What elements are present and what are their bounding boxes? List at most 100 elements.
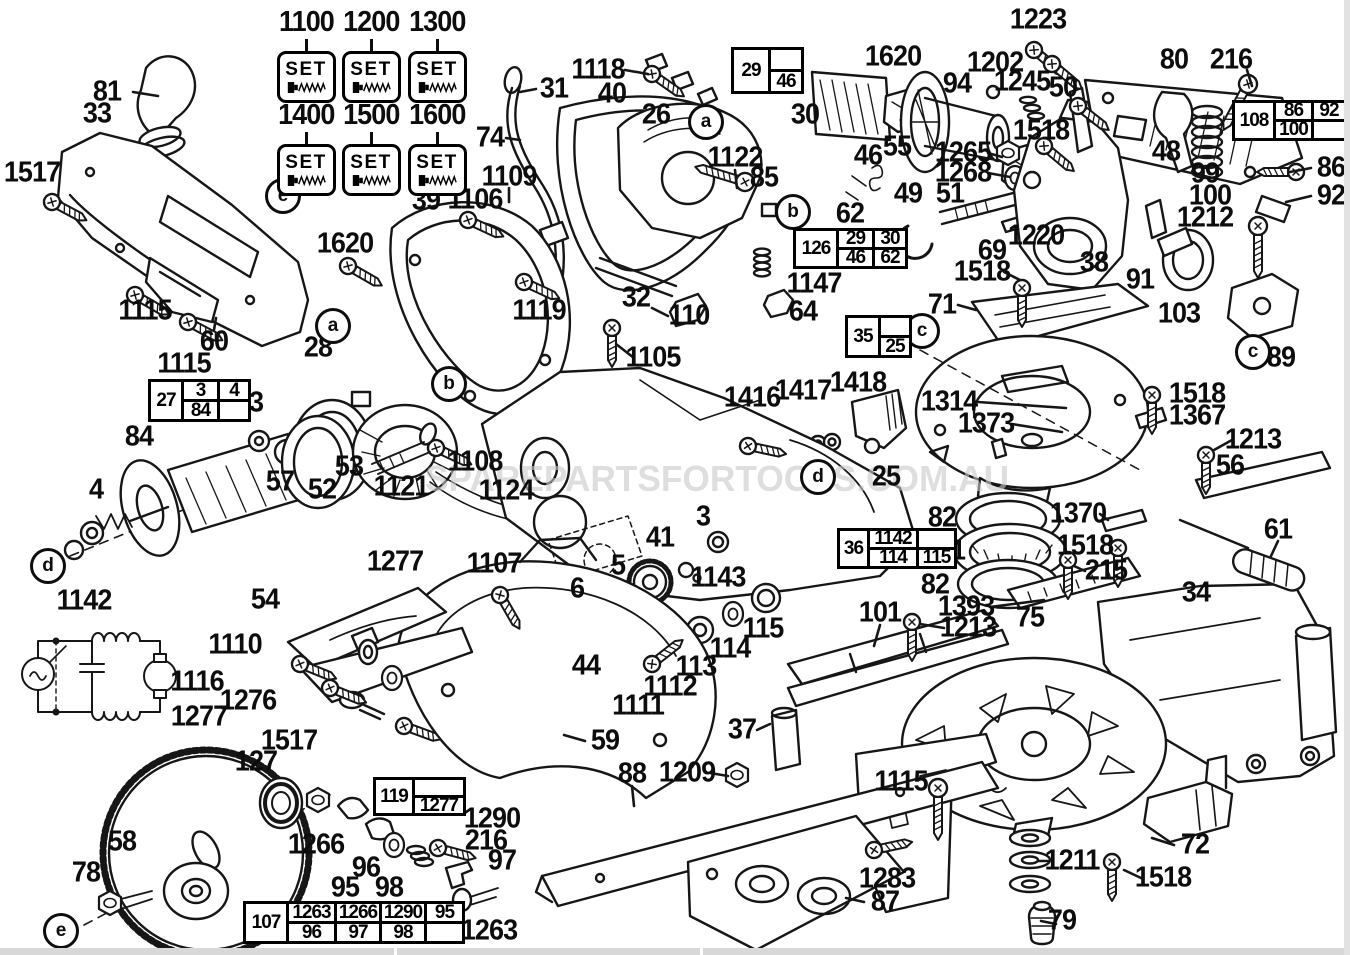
part-number-label: 1277 [170,700,228,733]
parts-table-cell: 100 [1276,119,1311,140]
part-number-label: 1147 [786,267,843,300]
parts-table-cell: 29 [845,228,866,249]
part-number-label: 81 [92,75,122,108]
screw-spring-icon [287,81,326,93]
part-number-label: 33 [82,97,112,130]
part-number-label: 62 [835,197,865,230]
part-number-label: 1105 [625,341,682,374]
part-number-label: 1518 [1168,377,1226,410]
callout-letter: d [800,459,836,495]
ring-1143 [677,561,695,579]
bearing-3-center [706,530,730,554]
part-number-label: 1116 [170,665,224,698]
part-number-label: 1518 [1134,861,1192,894]
part-number-label: 34 [1181,576,1211,609]
part-number-label: 1223 [1009,3,1067,36]
blade-flange-58 [162,861,230,921]
set-kit-label: SET [285,151,327,173]
part-number-label: 37 [727,713,757,746]
callout-letter: e [43,913,79,949]
parts-table-cell: 30 [872,228,905,249]
circuit-diagram [21,632,177,721]
part-number-label: 59 [590,724,620,757]
part-number-label: 96 [351,851,381,884]
part-number-label: 215 [1084,554,1128,587]
washer-1110 [357,638,379,666]
parts-table-id: 126 [796,231,839,266]
brackets-99-100 [1144,198,1194,258]
set-kit-number: 1400 [277,99,335,131]
part-number-label: 74 [475,121,505,154]
set-kit-leader [304,132,308,144]
part-number-label: 1107 [466,547,523,580]
part-number-label: 100 [1188,179,1232,212]
bracket-92 [1254,194,1292,224]
part-number-label: 78 [71,856,101,889]
part-number-label: 1212 [1176,201,1234,234]
part-number-label: 114 [709,632,752,665]
set-kit-box: SET [276,144,336,196]
part-number-label: 71 [927,288,957,321]
part-number-label: 61 [1263,513,1293,546]
lever-80 [1153,90,1194,174]
part-number-label: 48 [1151,135,1181,168]
part-number-label: 110 [668,299,711,332]
parts-table-id: 108 [1235,103,1276,138]
part-number-label: 1276 [219,684,277,717]
clamp-89 [1226,272,1300,340]
part-number-label: 80 [1159,43,1189,76]
fence-101 [786,608,1010,708]
blade-bolt-78 [97,889,153,917]
part-number-label: 97 [487,844,517,877]
part-number-label: 1393 [937,590,995,623]
part-number-label: 92 [1316,179,1346,212]
mount-plate-88 [534,760,1000,908]
part-number-label: 1119 [512,294,566,327]
part-number-label: 31 [539,72,569,105]
part-number-label: 44 [571,649,601,682]
part-number-label: 1518 [1056,529,1114,562]
part-number-label: 1418 [829,366,887,399]
part-number-label: 84 [124,420,154,453]
part-number-label: 3 [248,386,264,419]
part-number-label: 52 [307,473,337,506]
part-number-label: 41 [645,521,675,554]
part-number-label: 1265 [934,136,992,169]
brush-kit-parts [305,786,499,913]
parts-table-cell [217,399,248,419]
motor-housing-26 [616,102,763,240]
part-number-label: 1143 [690,561,747,594]
foot-87 [686,814,906,952]
page-bottom-strip [0,948,1350,955]
part-number-label: 58 [107,825,137,858]
parts-table-cell: 3 [195,379,207,401]
callout-letter: c [1235,334,1271,370]
part-number-label: 1517 [260,724,318,757]
parts-table-cell: 115 [916,547,954,568]
part-number-label: 72 [1180,828,1210,861]
part-number-label: 3 [695,500,711,533]
parts-table-id: 107 [246,904,289,941]
part-number-label: 5 [610,549,626,582]
set-kit-leader [304,39,308,51]
parts-table-grid: 46 [771,50,801,92]
set-kit: 1100 SET [276,6,336,103]
parts-table-cell: 96 [289,921,334,943]
part-number-label: 1115 [118,294,172,327]
set-kit-label: SET [350,151,392,173]
parts-table-cell [771,50,801,69]
bearing-rings-82-1-82 [952,491,1068,610]
part-number-label: 69 [977,234,1007,267]
part-number-label: 53 [334,450,364,483]
part-number-label: 85 [749,161,779,194]
part-number-label: 115 [742,612,785,645]
part-number-label: 1109 [481,160,538,193]
part-number-label: 1115 [874,765,928,798]
set-kit-number: 1200 [342,6,400,38]
bearing-4 [79,520,105,546]
